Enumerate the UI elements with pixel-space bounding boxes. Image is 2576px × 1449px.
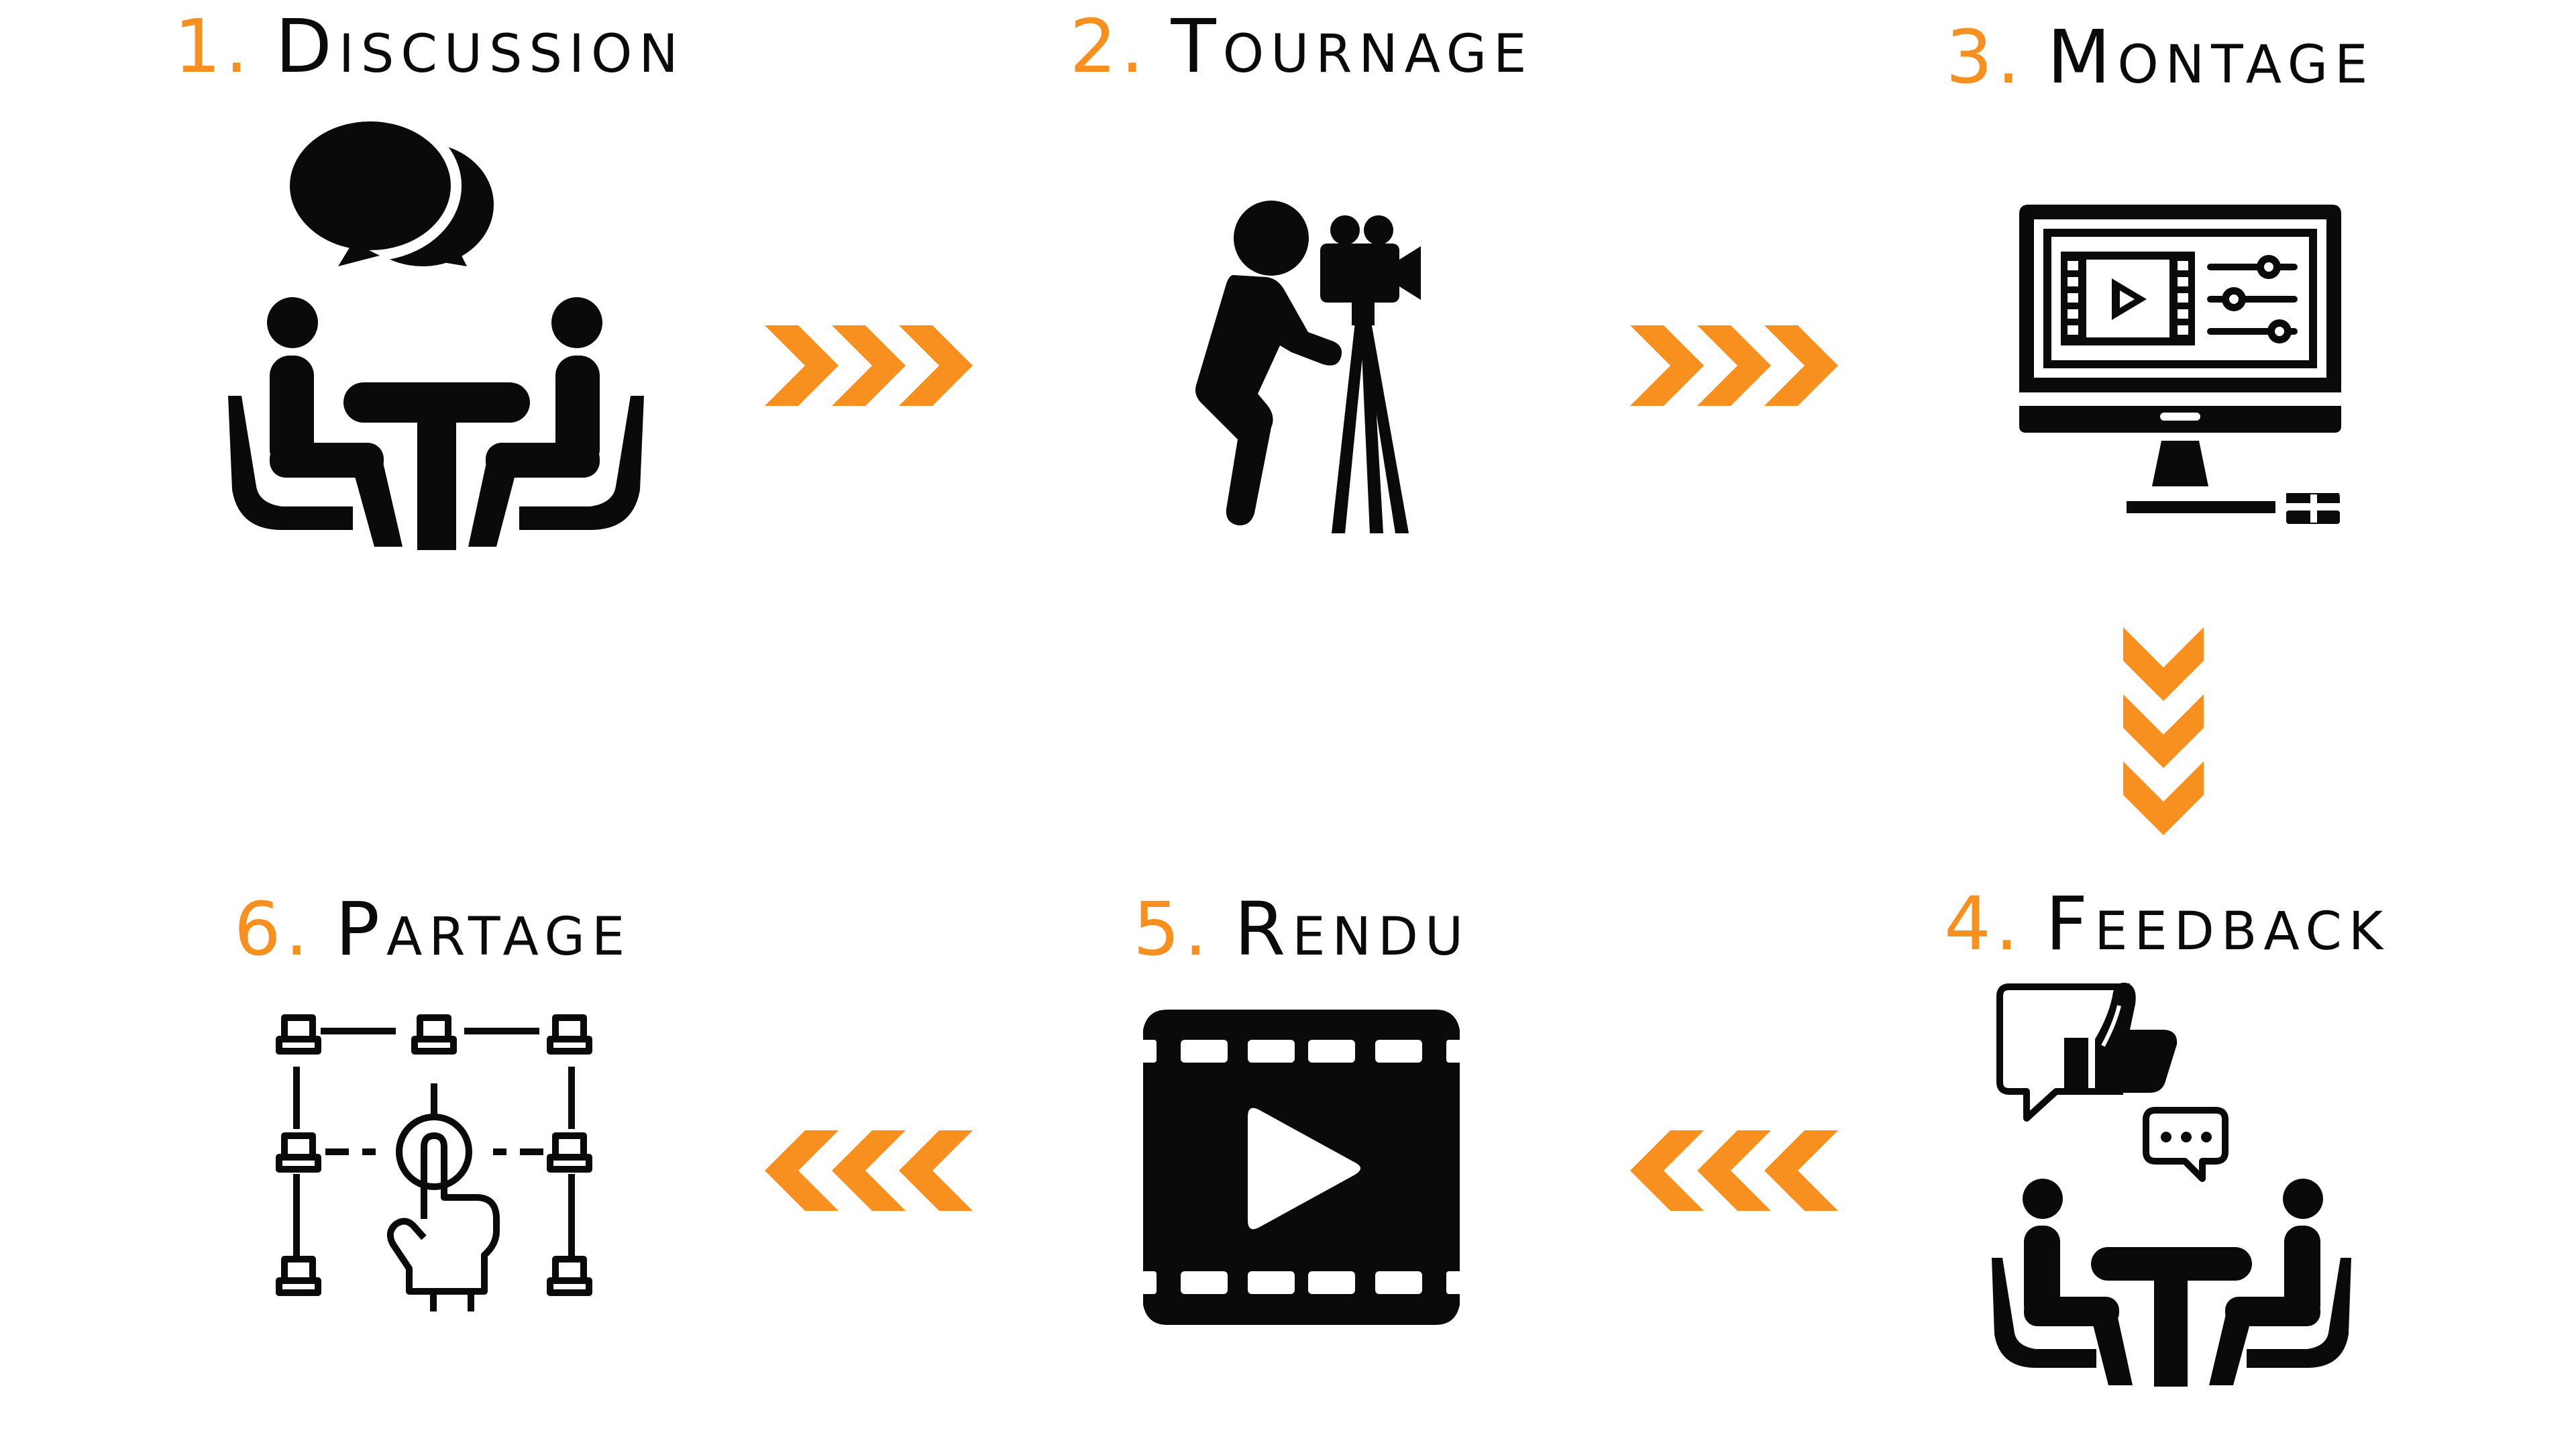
meeting-discussion-icon [228,111,644,550]
network-share-icon [276,1014,592,1311]
arrow-down-3-4 [2123,627,2204,835]
step-number: 2. [1069,3,1148,89]
step-label: artage [386,907,632,967]
step-label: endu [1292,907,1470,967]
arrow-left-5-6 [765,1130,973,1211]
step-label: iscussion [338,24,685,85]
step-initial: R [1234,886,1293,972]
camera-operator-icon [1195,201,1421,533]
film-play-icon [1140,1010,1462,1325]
arrow-right-1-2 [765,325,973,406]
step-6-title: 6.Partage [234,892,631,966]
step-number: 5. [1132,886,1212,972]
step-number: 6. [233,886,313,972]
step-number: 4. [1944,881,2023,967]
step-initial: T [1171,3,1223,89]
step-label: eedback [2094,902,2390,962]
step-3-title: 3.Montage [1946,20,2375,94]
step-number: 3. [1945,14,2025,100]
feedback-meeting-icon [1992,982,2351,1387]
step-initial: F [2045,881,2095,967]
video-editing-monitor-icon [2019,205,2341,524]
step-label: ournage [1222,24,1534,85]
step-initial: D [275,3,339,89]
step-label: ontage [2117,35,2375,95]
arrow-right-2-3 [1630,325,1838,406]
step-initial: M [2047,14,2118,100]
step-1-title: 1.Discussion [174,9,685,83]
step-4-title: 4.Feedback [1944,887,2390,961]
step-5-title: 5.Rendu [1133,892,1470,966]
step-number: 1. [174,3,253,89]
step-2-title: 2.Tournage [1070,9,1534,83]
step-initial: P [335,886,387,972]
arrow-left-4-5 [1630,1130,1838,1211]
